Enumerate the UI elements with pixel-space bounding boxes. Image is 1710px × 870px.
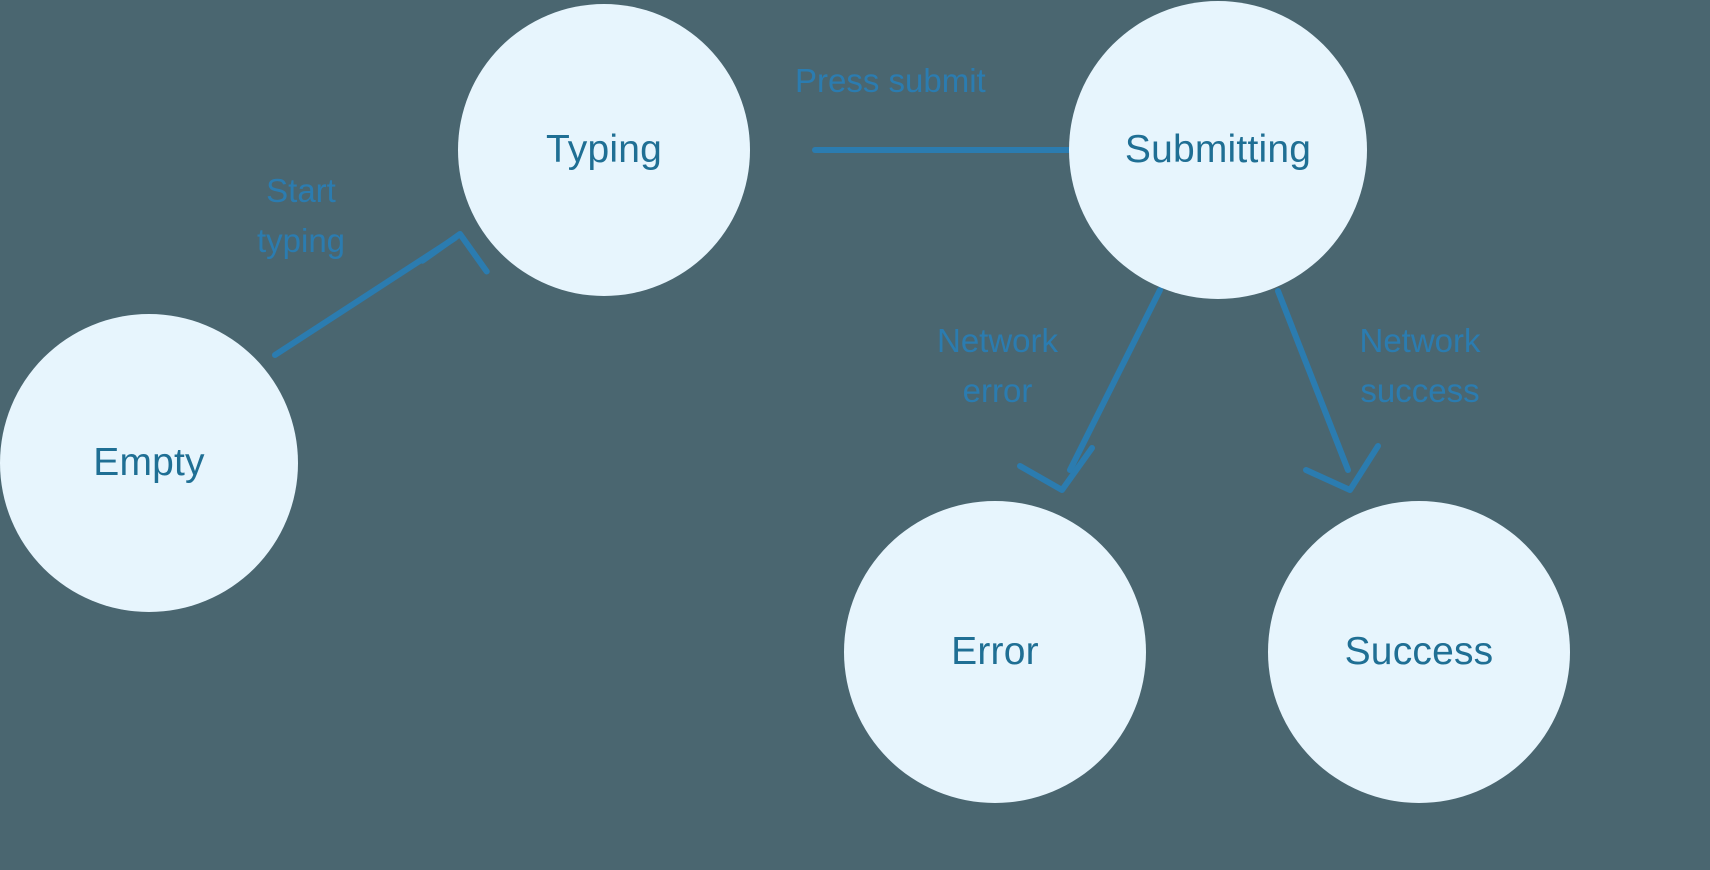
edge-network-success	[1275, 288, 1381, 493]
edge-label-network-error: Network error	[920, 316, 1075, 416]
state-node-empty[interactable]: Empty	[0, 314, 298, 612]
state-node-typing[interactable]: Typing	[458, 4, 750, 296]
edge-start-typing	[272, 230, 490, 358]
state-label-typing: Typing	[545, 128, 663, 171]
edge-label-start-typing: Start typing	[240, 166, 362, 266]
state-node-submitting[interactable]: Submitting	[1069, 1, 1367, 299]
edge-label-start-typing-line-2: typing	[256, 222, 346, 259]
state-node-success[interactable]: Success	[1268, 501, 1570, 803]
edge-label-start-typing-line-1: Start	[266, 172, 336, 209]
state-label-success: Success	[1344, 630, 1494, 673]
edge-label-press-submit: Press submit	[795, 56, 1025, 106]
state-label-error: Error	[951, 630, 1039, 673]
state-label-empty: Empty	[93, 441, 205, 484]
edge-label-network-success: Network success	[1345, 316, 1495, 416]
edge-label-network-success-line-1: Network	[1359, 322, 1481, 359]
state-node-error[interactable]: Error	[844, 501, 1146, 803]
edge-label-press-submit-line-1: Press submit	[795, 62, 986, 99]
edge-label-network-error-line-1: Network	[936, 322, 1059, 359]
state-label-submitting: Submitting	[1124, 128, 1312, 171]
edge-network-error	[1017, 287, 1163, 493]
edge-label-network-error-line-2: error	[962, 372, 1033, 409]
edge-label-network-success-line-2: success	[1360, 372, 1480, 409]
